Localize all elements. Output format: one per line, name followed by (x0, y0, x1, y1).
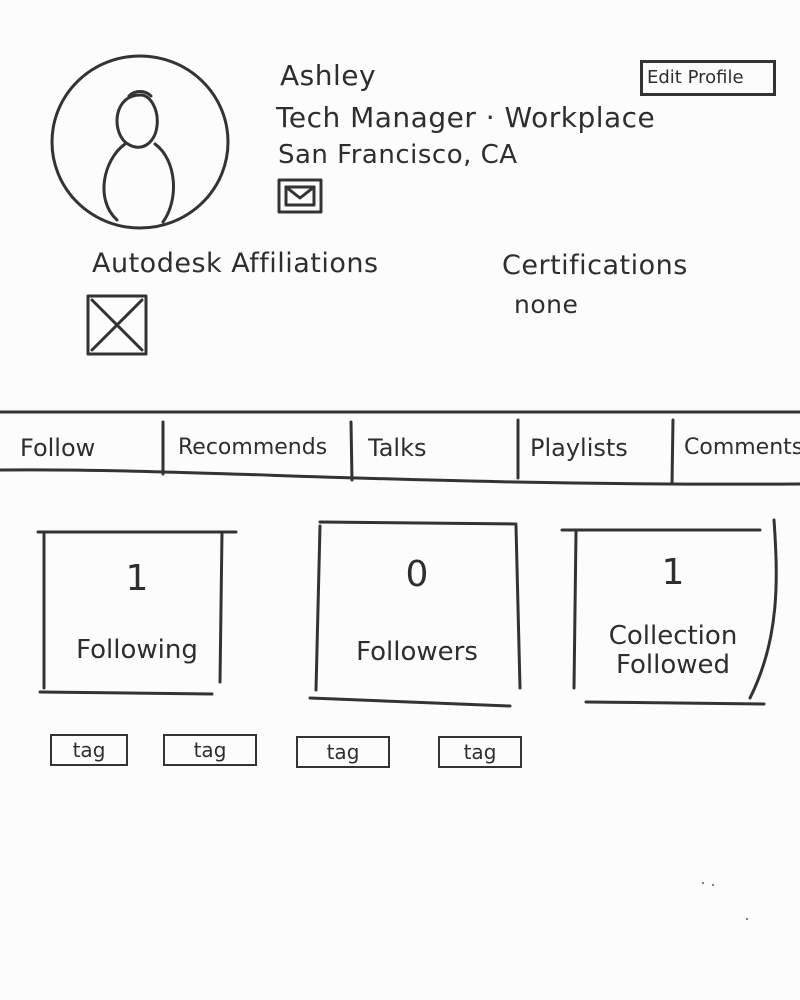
edit-profile-button[interactable]: Edit Profile (640, 60, 776, 96)
certifications-value: none (514, 290, 579, 319)
tag-chip[interactable]: tag (438, 736, 522, 768)
tag-chip[interactable]: tag (296, 736, 390, 768)
paper-speck (712, 884, 714, 886)
tab-talks[interactable]: Talks (368, 434, 427, 462)
tab-bar: Follow Recommends Talks Playlists Commen… (0, 410, 800, 486)
profile-location: San Francisco, CA (278, 140, 518, 170)
paper-speck (702, 882, 704, 884)
image-placeholder-icon (86, 294, 150, 358)
profile-name: Ashley (280, 59, 377, 92)
collections-followed-card[interactable]: 1 Collection Followed (560, 518, 786, 710)
tab-playlists[interactable]: Playlists (530, 434, 628, 462)
user-avatar-icon (50, 54, 230, 230)
tab-recommends[interactable]: Recommends (178, 435, 328, 460)
tag-chip[interactable]: tag (163, 734, 257, 766)
followers-count: 0 (405, 554, 429, 595)
followers-card[interactable]: 0 Followers (306, 518, 528, 710)
affiliations-heading: Autodesk Affiliations (92, 248, 379, 279)
avatar (45, 50, 235, 235)
tab-follow[interactable]: Follow (20, 434, 96, 462)
following-card[interactable]: 1 Following (36, 528, 238, 698)
followers-label: Followers (356, 637, 478, 667)
mail-icon[interactable] (277, 178, 323, 214)
profile-title: Tech Manager · Workplace (276, 101, 656, 134)
collections-followed-count: 1 (661, 552, 685, 593)
following-count: 1 (125, 558, 149, 599)
paper-speck (746, 918, 748, 920)
tag-chip[interactable]: tag (50, 734, 128, 766)
collections-followed-label: Collection Followed (608, 621, 738, 680)
certifications-heading: Certifications (502, 250, 688, 281)
tab-comments[interactable]: Comments (684, 435, 800, 460)
following-label: Following (76, 635, 198, 665)
